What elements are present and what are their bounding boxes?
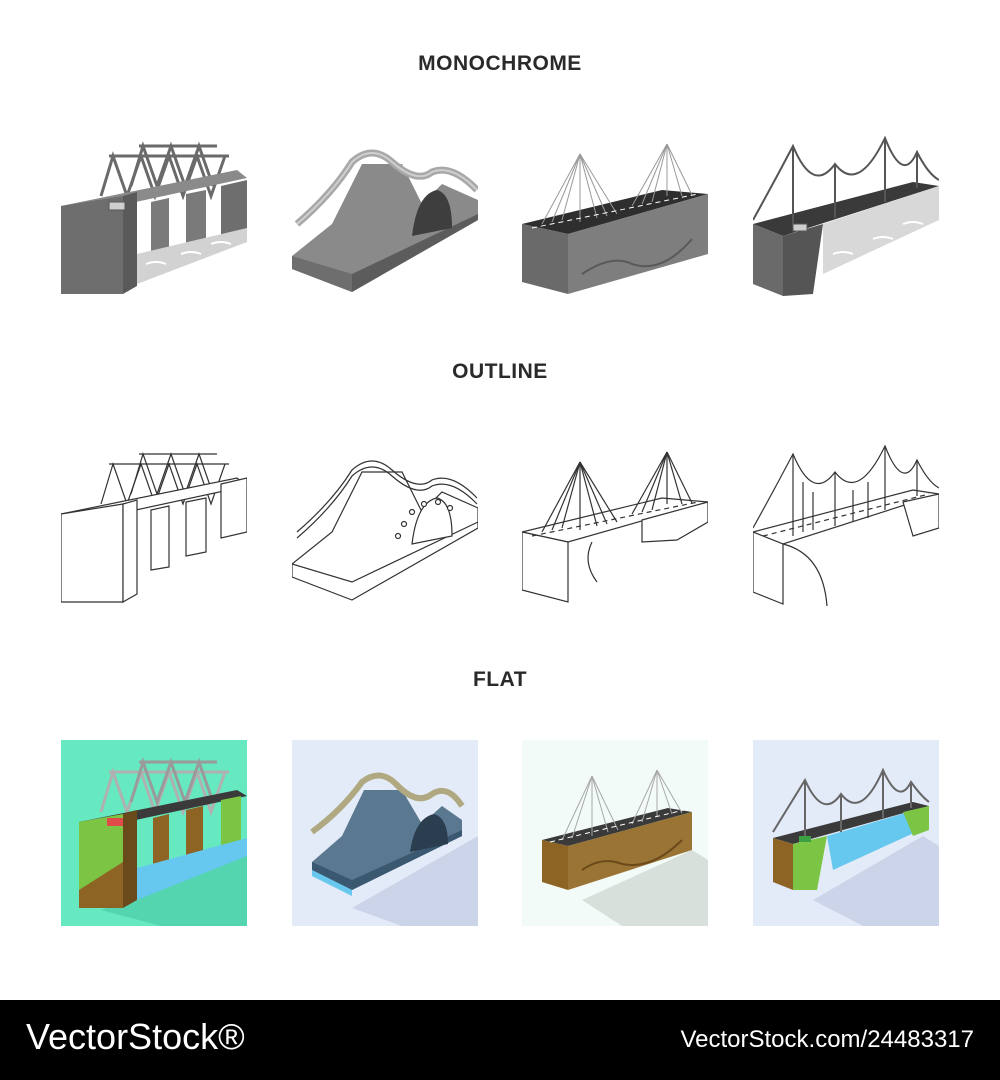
arch-bridge-icon [292,124,478,310]
stock-id: VectorStock.com/24483317 [680,1026,974,1053]
watermark-footer: VectorStock® VectorStock.com/24483317 [0,1000,1000,1080]
arch-bridge-icon [292,432,478,618]
section-title-monochrome: MONOCHROME [418,52,582,75]
section-title-flat: FLAT [472,668,528,691]
suspension-bridge-icon [753,432,939,618]
cable-stayed-bridge-icon [522,124,708,310]
truss-bridge-icon [61,124,247,310]
section-title-outline: OUTLINE [452,360,548,383]
cable-stayed-bridge-icon [522,740,708,926]
truss-bridge-icon [61,432,247,618]
brand-logo: VectorStock® [26,1016,245,1057]
suspension-bridge-icon [753,740,939,926]
suspension-bridge-icon [753,124,939,310]
truss-bridge-icon [61,740,247,926]
cable-stayed-bridge-icon [522,432,708,618]
arch-bridge-icon [292,740,478,926]
